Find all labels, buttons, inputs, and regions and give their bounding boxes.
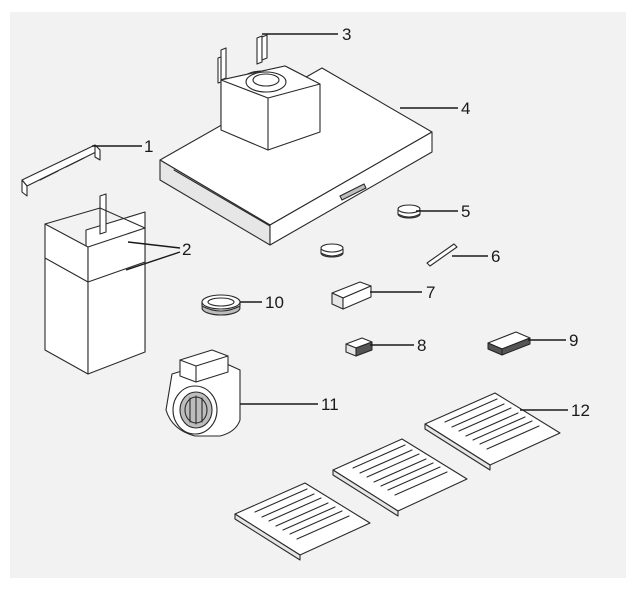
callout-10: 10 bbox=[265, 293, 284, 312]
callout-11: 11 bbox=[321, 395, 339, 414]
part-8-module bbox=[345, 337, 373, 357]
part-5-lamps bbox=[320, 204, 421, 258]
callout-12: 12 bbox=[571, 401, 590, 420]
part-9-box bbox=[487, 331, 531, 356]
part-1-wall-bracket bbox=[21, 144, 101, 197]
callout-8: 8 bbox=[417, 336, 426, 355]
callout-4: 4 bbox=[461, 99, 470, 118]
callout-6: 6 bbox=[491, 247, 500, 266]
callout-7: 7 bbox=[426, 283, 435, 302]
part-12-filter-left bbox=[234, 482, 371, 561]
leader-lines bbox=[92, 33, 568, 411]
part-10-flange-ring bbox=[201, 294, 241, 316]
callout-9: 9 bbox=[569, 331, 578, 350]
callout-3: 3 bbox=[342, 25, 351, 44]
callout-1: 1 bbox=[144, 137, 153, 156]
part-12-filter-middle bbox=[332, 438, 468, 517]
part-7-control-box bbox=[331, 281, 372, 310]
part-3-screws bbox=[217, 34, 268, 84]
part-12-filter-right bbox=[424, 392, 561, 471]
leader-2b bbox=[125, 251, 181, 271]
callout-labels: 1 2 3 4 5 6 7 8 9 10 11 12 bbox=[144, 25, 590, 420]
part-6-light-strip bbox=[426, 243, 458, 267]
part-11-blower bbox=[165, 349, 241, 437]
callout-2: 2 bbox=[182, 240, 191, 259]
part-2-chimney-covers bbox=[44, 193, 146, 375]
callout-5: 5 bbox=[461, 202, 470, 221]
leader-2a bbox=[127, 241, 181, 249]
part-4-hood-body bbox=[159, 65, 433, 246]
